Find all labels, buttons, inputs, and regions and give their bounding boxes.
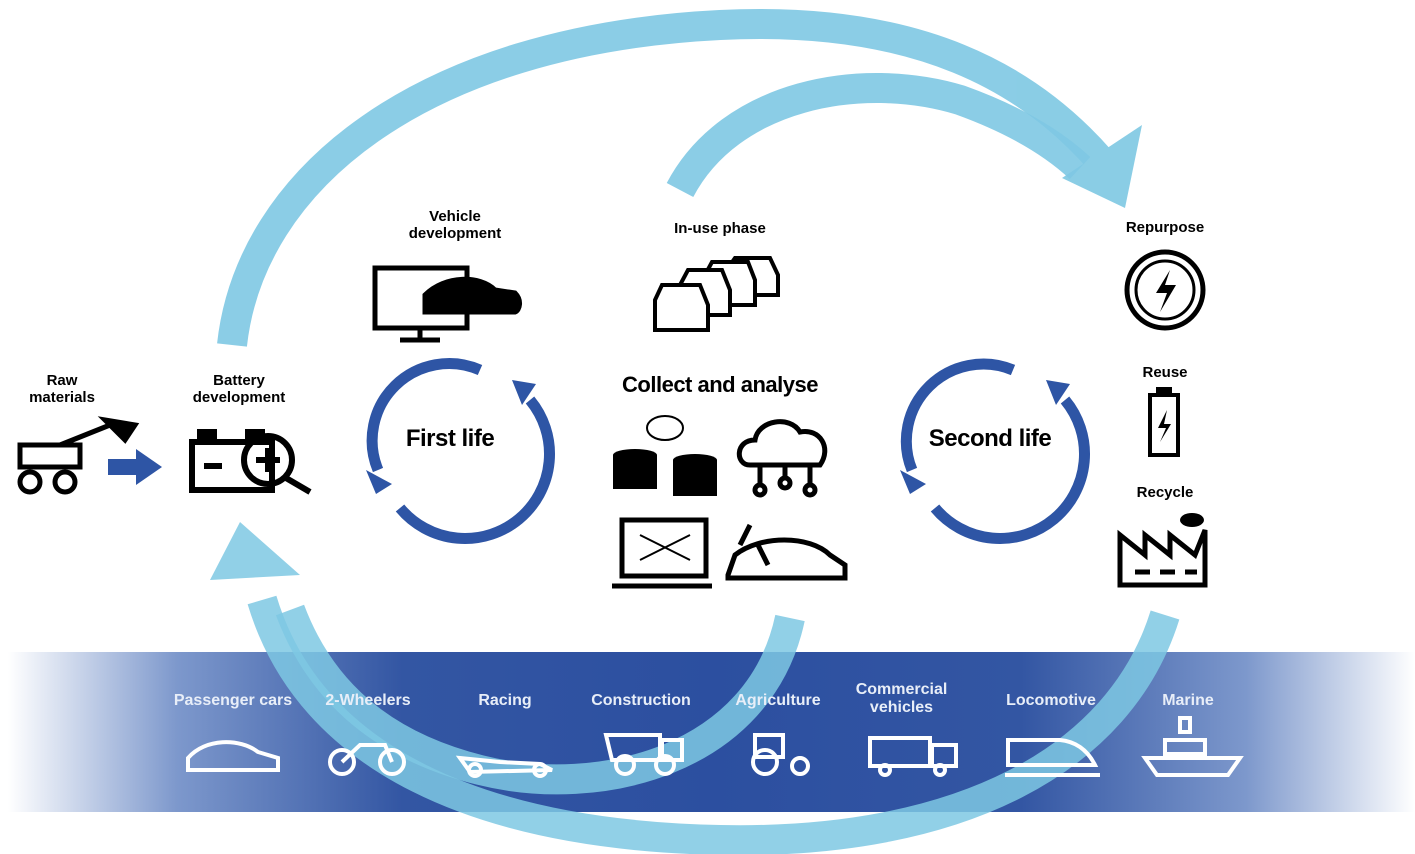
- application-label-marine: Marine: [1162, 692, 1214, 709]
- car-data-icon: [725, 523, 848, 581]
- application-label-locomotive: Locomotive: [1006, 692, 1096, 709]
- traffic-icon: [653, 256, 780, 332]
- recycle-label: Recycle: [1136, 484, 1194, 501]
- second-life-cycle-arrows: [900, 358, 1090, 544]
- repurpose-label: Repurpose: [1125, 219, 1205, 236]
- train-icon: [1005, 738, 1100, 777]
- battery-magnifier-icon: [189, 429, 312, 495]
- outer-bottom-arrow: [210, 522, 1180, 854]
- raw-materials-label: Raw materials: [29, 372, 95, 407]
- database-brain-icon: [613, 415, 717, 496]
- car-icon: [186, 740, 280, 772]
- application-label-2-wheelers: 2-Wheelers: [325, 692, 411, 709]
- energy-cycle-icon: [1124, 249, 1206, 331]
- application-label-construction: Construction: [591, 692, 691, 709]
- second-life-label: Second life: [928, 425, 1052, 452]
- ship-icon: [1141, 716, 1244, 777]
- collect-and-analyse-label: Collect and analyse: [622, 372, 818, 397]
- battery-development-label: Battery development: [192, 372, 286, 407]
- vehicle-development-label: Vehicle development: [408, 208, 502, 243]
- tractor-icon: [751, 733, 810, 776]
- laptop-network-icon: [612, 517, 712, 589]
- dump-truck-icon: [603, 733, 684, 776]
- first-life-label: First life: [405, 425, 495, 452]
- application-label-commercial-vehicles: Commercial vehicles: [855, 681, 948, 716]
- inner-top-arrow: [666, 73, 1091, 198]
- outer-top-arrow: [217, 9, 1142, 347]
- motorbike-icon: [328, 743, 406, 776]
- in-use-phase-label: In-use phase: [674, 220, 766, 237]
- battery-charge-icon: [1148, 387, 1180, 457]
- reuse-label: Reuse: [1142, 364, 1188, 381]
- raw-to-battery-arrow: [108, 449, 162, 485]
- truck-icon: [868, 736, 958, 777]
- loader-icon: [17, 416, 140, 495]
- monitor-car-icon: [372, 265, 522, 343]
- factory-icon: [1117, 513, 1208, 588]
- application-label-agriculture: Agriculture: [735, 692, 821, 709]
- first-life-cycle-arrows: [366, 358, 555, 544]
- cloud-network-icon: [736, 419, 828, 498]
- application-label-racing: Racing: [478, 692, 532, 709]
- application-label-passenger-cars: Passenger cars: [173, 692, 293, 709]
- inner-bottom-arrow: [275, 604, 805, 795]
- race-car-icon: [455, 755, 553, 778]
